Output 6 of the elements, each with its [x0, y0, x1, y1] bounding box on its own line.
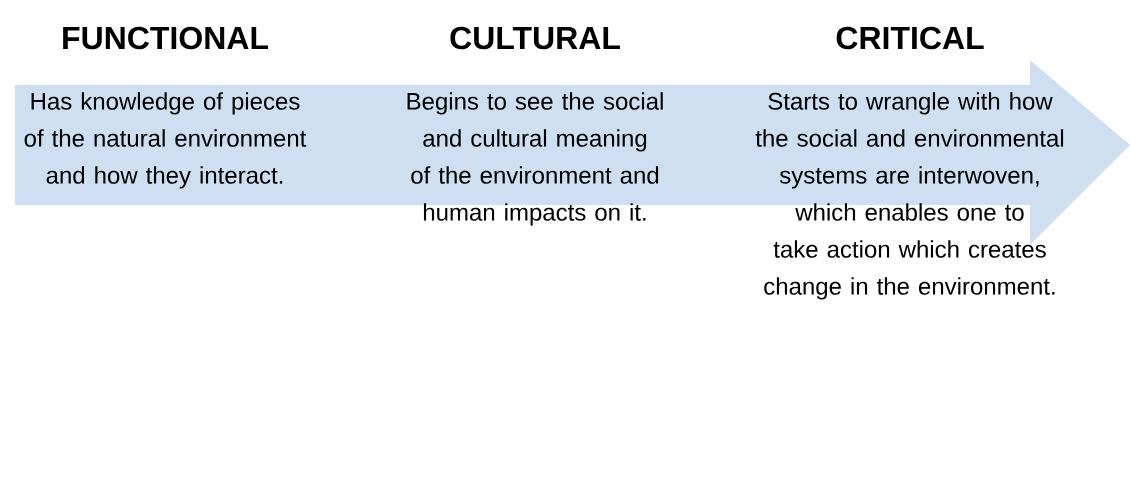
column-heading: CULTURAL: [450, 26, 620, 50]
description-text: Has knowledge of pieces of the natural environment and how they interact.: [24, 92, 307, 189]
column-heading: FUNCTIONAL: [63, 26, 268, 50]
column-heading: CRITICAL: [836, 26, 984, 50]
description-text: Starts to wrangle with how the social and environmental systems are interwoven, which enables one to take action which creates change in the environment.: [755, 92, 1064, 300]
description-text: Begins to see the social and cultural meaning of the environment and human impacts on it.: [407, 92, 663, 226]
